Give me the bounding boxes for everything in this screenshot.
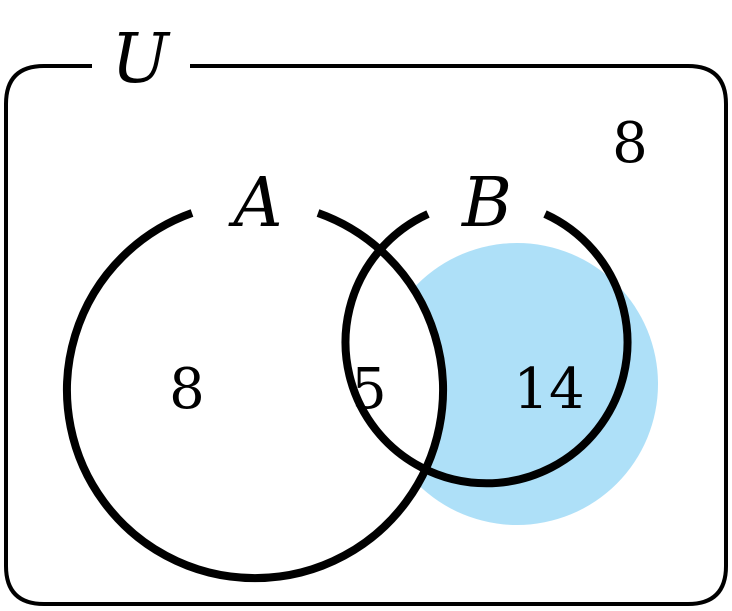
set-a-label: A xyxy=(227,164,282,243)
universe-border xyxy=(4,64,728,606)
circle-a xyxy=(63,209,447,583)
only-b-value: 14 xyxy=(513,357,584,422)
intersection-value: 5 xyxy=(351,357,387,422)
set-b-label: B xyxy=(460,164,512,243)
universe-label: U xyxy=(111,20,171,99)
only-a-value: 8 xyxy=(169,357,205,422)
circle-b xyxy=(341,210,632,488)
outside-value: 8 xyxy=(612,111,648,176)
